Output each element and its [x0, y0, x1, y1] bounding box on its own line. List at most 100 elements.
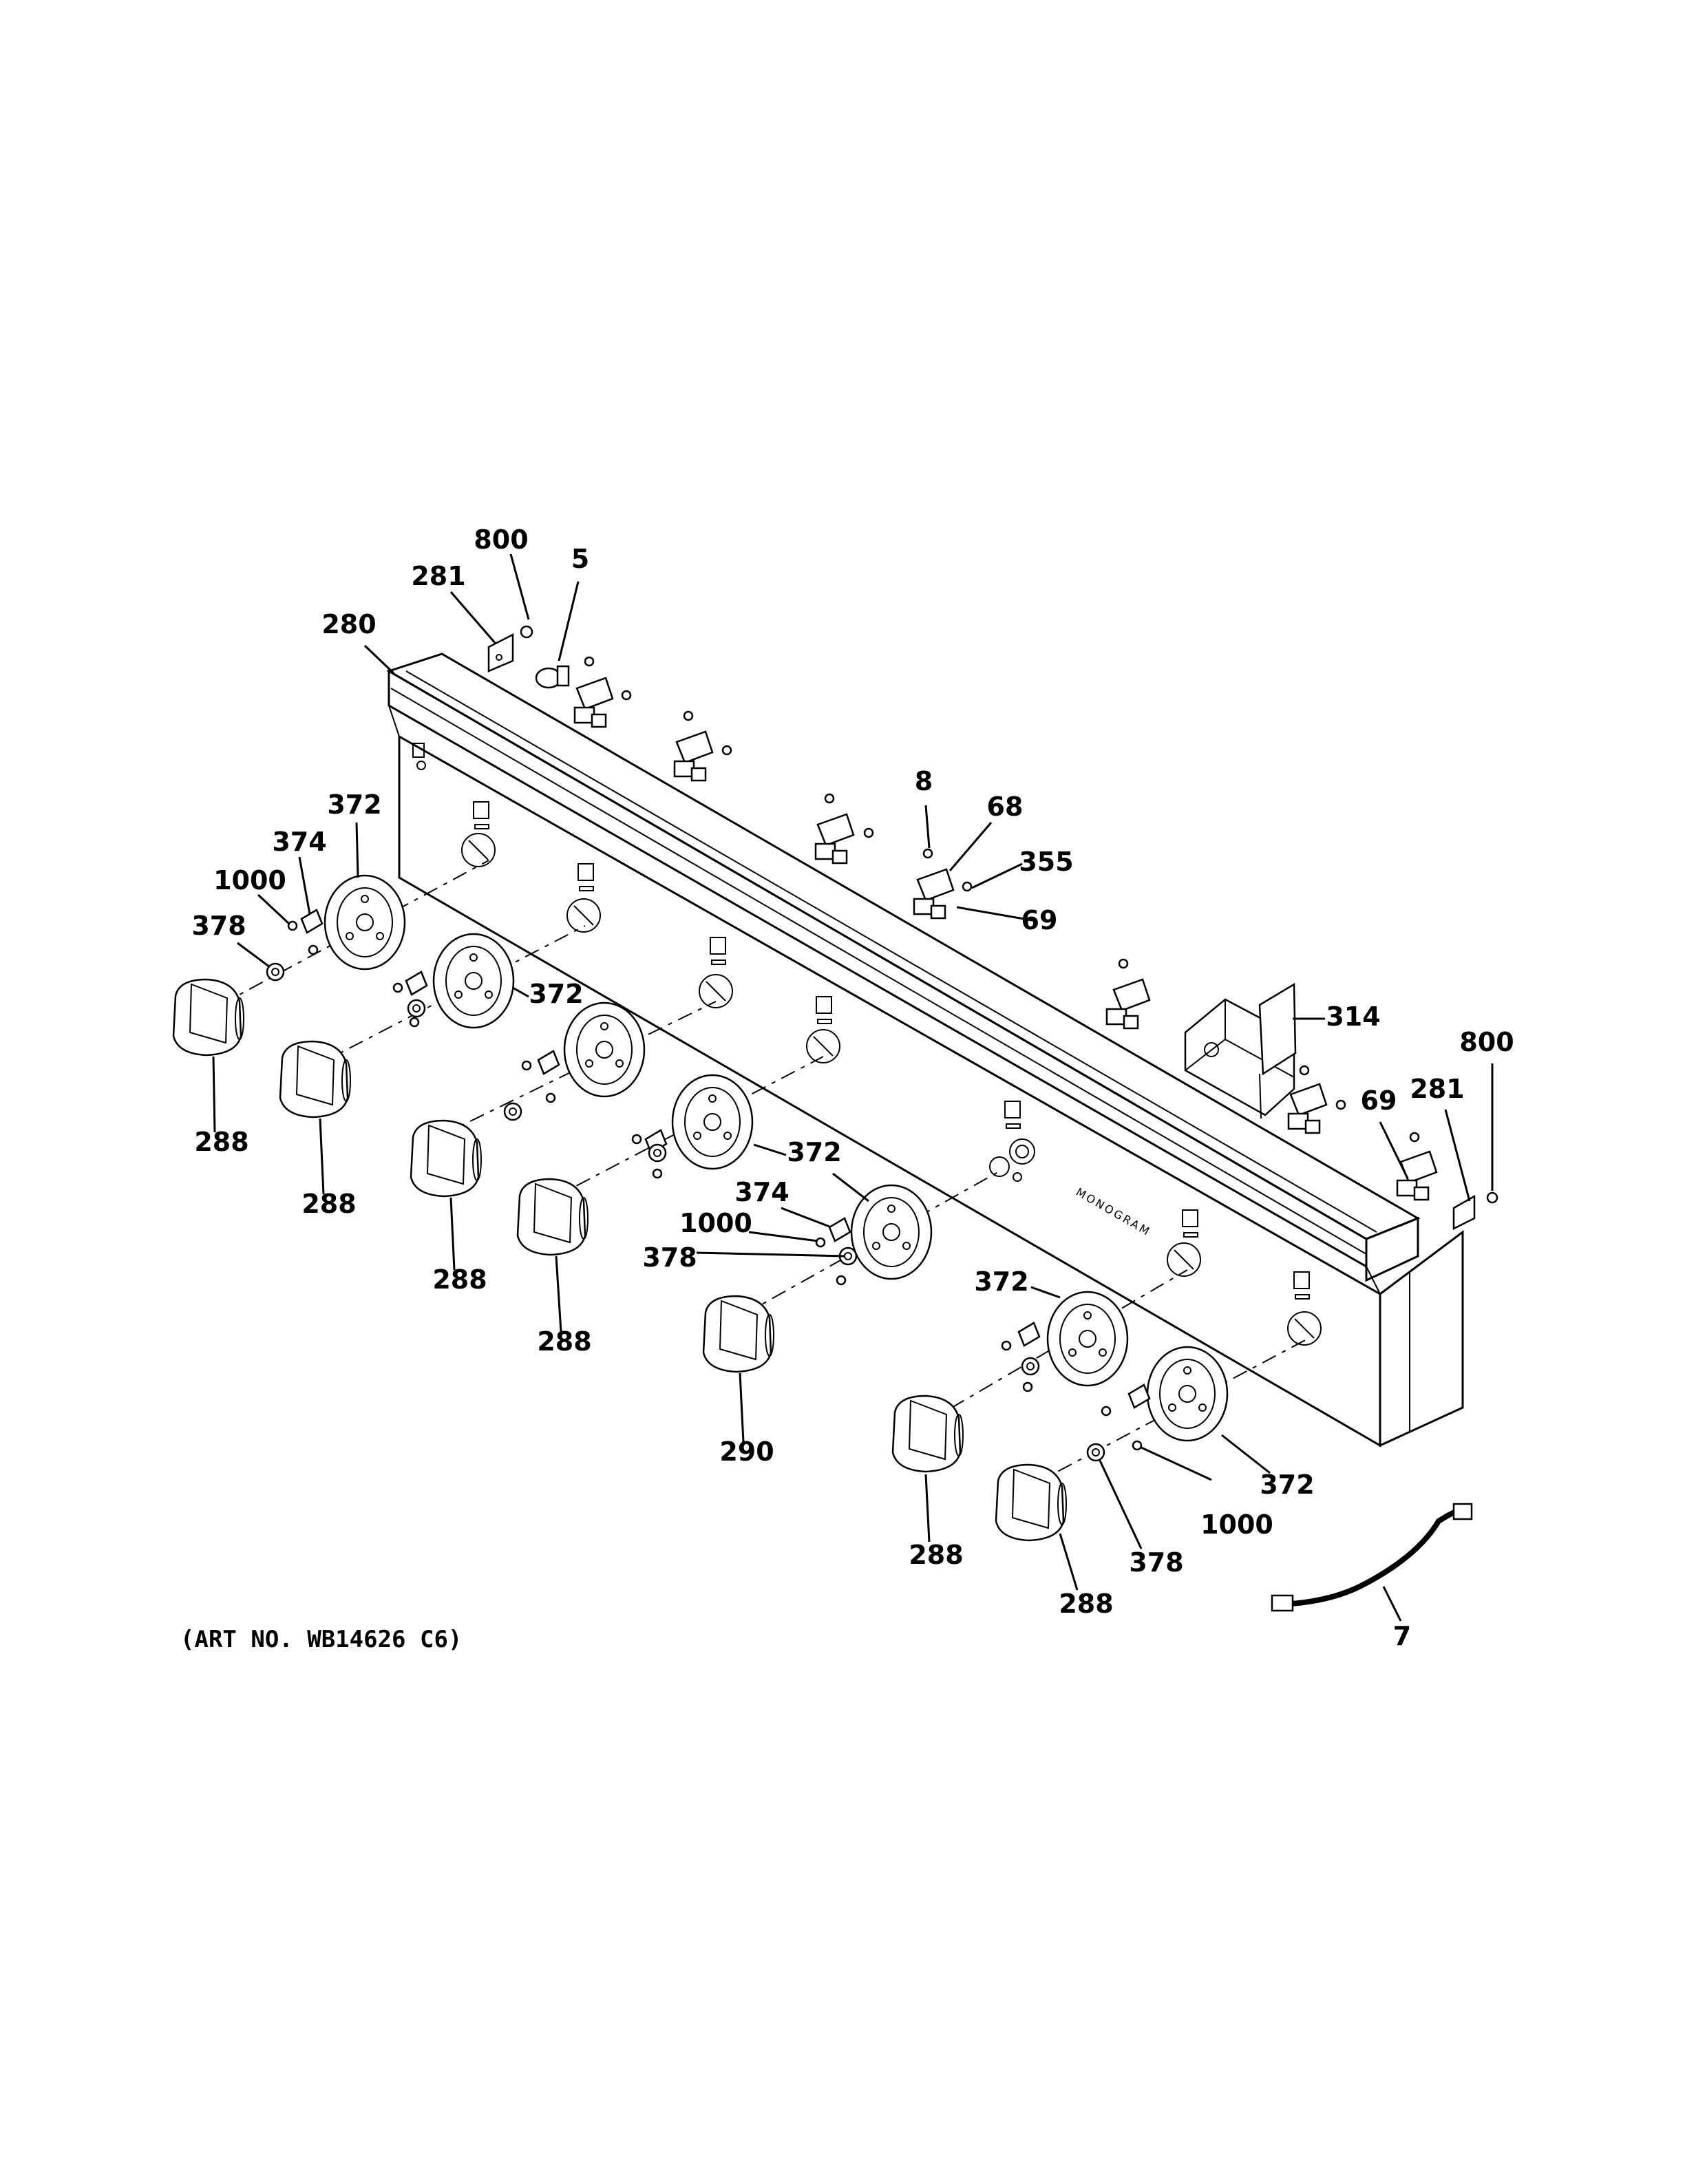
callout-281: 281: [411, 561, 465, 591]
callout-378: 378: [1129, 1547, 1183, 1578]
valve-opening: [1287, 1311, 1322, 1346]
valve-opening: [1167, 1242, 1201, 1277]
infinite-switch: [673, 710, 732, 782]
knob-288: [410, 1119, 482, 1198]
callout-labels: 800 281 5 280 372 374 1000 378 8 68 355 …: [191, 524, 1514, 1651]
infinite-switch: [913, 848, 973, 920]
callout-378: 378: [191, 911, 246, 941]
infinite-switch: [1287, 1065, 1346, 1134]
callout-314: 314: [1326, 1001, 1380, 1032]
bezel-372: [850, 1184, 933, 1280]
bezel-372: [1146, 1346, 1229, 1442]
screw: [1101, 1406, 1112, 1417]
bezel-372: [563, 1001, 646, 1098]
knob-288: [516, 1178, 589, 1256]
bezel-372: [1046, 1291, 1129, 1387]
art-number: (ART NO. WB14626 C6): [180, 1626, 462, 1653]
knob-288: [995, 1463, 1067, 1542]
callout-378: 378: [642, 1242, 697, 1273]
leader-lines: [212, 553, 1494, 1622]
callout-374: 374: [734, 1177, 789, 1207]
clip-374: [537, 1050, 560, 1075]
callout-288: 288: [194, 1127, 248, 1157]
valve-opening: [806, 1029, 840, 1063]
clip-374: [300, 909, 324, 934]
bezel-372: [432, 933, 515, 1029]
nut-378: [648, 1143, 667, 1163]
callout-7: 7: [1393, 1621, 1411, 1651]
switch-5: [535, 665, 570, 689]
nut-378: [1086, 1443, 1105, 1462]
callout-372: 372: [327, 789, 381, 820]
clip-374: [828, 1217, 851, 1242]
callout-288: 288: [909, 1540, 963, 1570]
wire-harness-7: [1271, 1503, 1473, 1612]
callout-800: 800: [474, 524, 528, 555]
bracket-281-right: [1452, 1191, 1498, 1231]
clip-374: [405, 971, 428, 996]
knob-288: [279, 1040, 351, 1118]
infinite-switch: [814, 793, 874, 865]
bracket-281: [487, 633, 514, 672]
knob-288: [891, 1395, 964, 1473]
infinite-switch: [1396, 1132, 1438, 1201]
brand-logo-text: MONOGRAM: [1074, 1185, 1154, 1239]
screw: [409, 1017, 420, 1028]
screw: [1022, 1381, 1033, 1392]
callout-288: 288: [537, 1326, 591, 1357]
clip-374: [1017, 1322, 1041, 1347]
callout-288: 288: [432, 1264, 487, 1295]
callout-372: 372: [787, 1137, 841, 1167]
screw-1000: [1001, 1340, 1012, 1351]
infinite-switch: [1105, 958, 1151, 1030]
valve-opening: [699, 974, 733, 1008]
callout-288: 288: [1059, 1589, 1113, 1619]
timer-314: [1184, 982, 1297, 1119]
screw-1000: [287, 920, 298, 931]
bezel-set-372: [324, 874, 1229, 1442]
infinite-switch: [573, 656, 632, 728]
callout-800: 800: [1459, 1027, 1514, 1057]
screw-800: [520, 625, 533, 639]
screw: [545, 1092, 556, 1103]
knob-290: [702, 1295, 774, 1373]
valve-opening: [461, 833, 496, 867]
callout-8: 8: [915, 766, 933, 796]
symbol-grids: [473, 801, 1310, 1300]
knob-set: [172, 978, 1067, 1542]
bezel-372: [324, 874, 406, 971]
fasteners: [266, 909, 1151, 1462]
callout-1000: 1000: [213, 865, 286, 895]
screw: [836, 1275, 847, 1286]
callout-374: 374: [272, 827, 326, 857]
nut-378: [266, 962, 285, 982]
screw: [652, 1168, 663, 1179]
screw-1000: [521, 1060, 532, 1071]
callout-69: 69: [1361, 1085, 1397, 1116]
valve-opening: [566, 898, 601, 933]
igniter-ports: [989, 1138, 1035, 1182]
clip-374: [1127, 1383, 1151, 1409]
screw: [308, 944, 319, 955]
callout-1000: 1000: [1200, 1509, 1273, 1540]
screw-1000: [631, 1134, 642, 1145]
callout-68: 68: [987, 792, 1024, 822]
callout-288: 288: [301, 1189, 356, 1219]
callout-69: 69: [1021, 905, 1058, 935]
screw-1000: [815, 1237, 826, 1248]
nut-378: [407, 999, 426, 1018]
callout-355: 355: [1019, 847, 1073, 877]
callout-281: 281: [1410, 1074, 1464, 1104]
nut-378: [503, 1102, 522, 1121]
callout-372: 372: [974, 1266, 1028, 1297]
screw-1000: [1132, 1440, 1143, 1451]
control-panel-280: [386, 653, 1464, 1448]
callout-372: 372: [1260, 1470, 1314, 1500]
bezel-372: [671, 1074, 754, 1170]
callout-1000: 1000: [679, 1208, 752, 1238]
nut-378: [1021, 1357, 1040, 1376]
callout-280: 280: [321, 609, 376, 639]
callout-5: 5: [571, 544, 589, 574]
callout-372: 372: [529, 979, 583, 1009]
